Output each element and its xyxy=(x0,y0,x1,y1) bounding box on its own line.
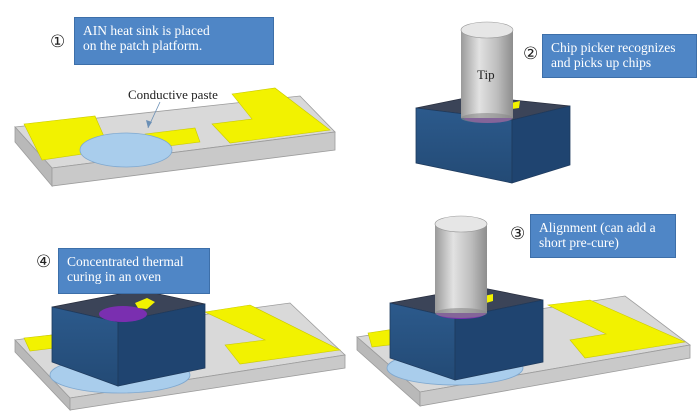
step-4-label: Concentrated thermal curing in an oven xyxy=(58,248,210,294)
step-2-label: Chip picker recognizes and picks up chip… xyxy=(542,34,697,78)
step-1-label: AIN heat sink is placed on the patch pla… xyxy=(74,17,274,65)
step-3-label: Alignment (can add a short pre-cure) xyxy=(530,214,676,258)
step-3-line1: Alignment (can add a xyxy=(539,220,656,235)
step-1-number: ① xyxy=(50,32,66,52)
step-3-number: ③ xyxy=(510,224,526,244)
chip-picker-step2 xyxy=(415,21,571,184)
platform-step1 xyxy=(14,87,336,188)
step-4-line1: Concentrated thermal xyxy=(67,254,184,269)
platform-step4 xyxy=(14,289,346,412)
step-1-line1: AIN heat sink is placed xyxy=(83,23,210,38)
step-2-line1: Chip picker recognizes xyxy=(551,40,676,55)
step-2-line2: and picks up chips xyxy=(551,55,652,70)
conductive-paste-label: Conductive paste xyxy=(128,87,218,102)
tip-label: Tip xyxy=(477,67,495,82)
step-3-line2: short pre-cure) xyxy=(539,235,619,250)
alignment-step3 xyxy=(356,215,691,407)
step-4-number: ④ xyxy=(36,252,52,272)
conductive-paste-blob xyxy=(79,132,173,168)
step-1-line2: on the patch platform. xyxy=(83,38,203,53)
step-4-line2: curing in an oven xyxy=(67,269,162,284)
step-2-number: ② xyxy=(523,44,539,64)
